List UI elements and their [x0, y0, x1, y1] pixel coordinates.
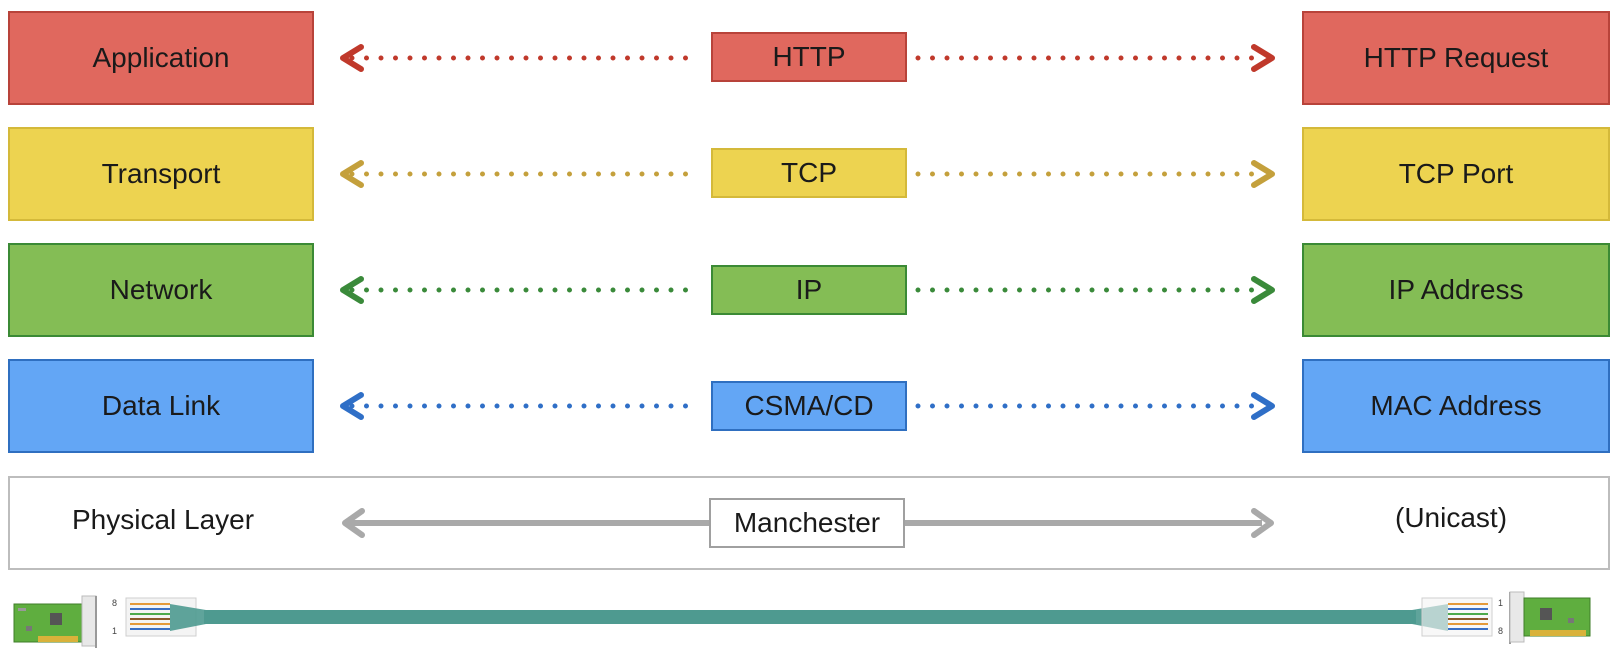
- physical-layer-label: Physical Layer: [72, 504, 255, 535]
- arrowhead-right-icon: [1251, 44, 1275, 72]
- layer-box-network: Network: [8, 243, 314, 337]
- layer-label: Application: [92, 42, 230, 73]
- protocol-box-manchester: Manchester: [709, 498, 905, 548]
- protocol-box-tcp: TCP: [711, 148, 907, 198]
- layer-label: Data Link: [101, 390, 221, 421]
- layer-label: Network: [109, 274, 213, 305]
- layer-box-application: Application: [8, 11, 314, 105]
- arrowhead-right-icon: [1251, 508, 1274, 538]
- arrowhead-left-icon: [342, 508, 365, 538]
- protocol-box-http: HTTP: [711, 32, 907, 82]
- protocol-label: HTTP: [772, 41, 846, 72]
- left-pin-bottom: 1: [112, 626, 117, 636]
- address-box-tcp-port: TCP Port: [1302, 127, 1610, 221]
- layer-box-data-link: Data Link: [8, 359, 314, 453]
- address-box-http-request: HTTP Request: [1302, 11, 1610, 105]
- arrowhead-right-icon: [1251, 392, 1275, 420]
- protocol-box-csma-cd: CSMA/CD: [711, 381, 907, 431]
- arrowhead-right-icon: [1251, 276, 1275, 304]
- address-label: MAC Address: [1370, 390, 1542, 421]
- right-pin-bottom: 8: [1498, 626, 1503, 636]
- address-label: HTTP Request: [1363, 42, 1549, 73]
- left-pin-top: 8: [112, 598, 117, 608]
- address-box-mac-address: MAC Address: [1302, 359, 1610, 453]
- address-label: IP Address: [1388, 274, 1524, 305]
- protocol-label: CSMA/CD: [744, 390, 874, 421]
- network-card-right-icon: [1509, 591, 1591, 644]
- address-label: TCP Port: [1398, 158, 1514, 189]
- arrowhead-left-icon: [340, 392, 364, 420]
- arrowhead-left-icon: [340, 160, 364, 188]
- rj45-connector-left-icon: [125, 597, 206, 637]
- layer-box-transport: Transport: [8, 127, 314, 221]
- ethernet-cable: [204, 610, 1416, 624]
- protocol-label: IP: [795, 274, 823, 305]
- network-card-left-icon: [13, 595, 97, 648]
- rj45-connector-right-icon: [1412, 597, 1493, 637]
- arrowhead-left-icon: [340, 276, 364, 304]
- layer-label: Transport: [101, 158, 221, 189]
- right-pin-top: 1: [1498, 598, 1503, 608]
- protocol-box-ip: IP: [711, 265, 907, 315]
- address-box-ip-address: IP Address: [1302, 243, 1610, 337]
- arrowhead-left-icon: [340, 44, 364, 72]
- protocol-label: TCP: [781, 157, 837, 188]
- physical-address-label: (Unicast): [1395, 502, 1508, 533]
- protocol-label: Manchester: [733, 507, 881, 538]
- arrowhead-right-icon: [1251, 160, 1275, 188]
